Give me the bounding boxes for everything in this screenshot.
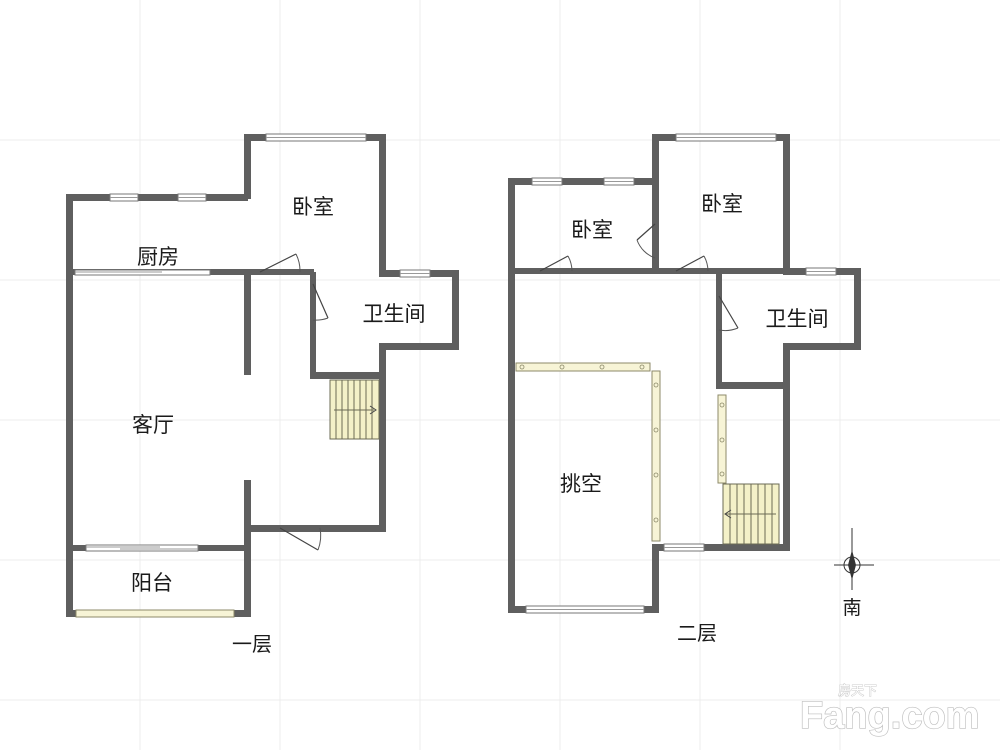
stairs (329, 379, 380, 440)
room-label-bedroom-right: 卧室 (701, 192, 743, 216)
wall (508, 178, 656, 185)
wall (244, 525, 386, 532)
bedroom-door (636, 223, 656, 241)
room-label-bathroom: 卫生间 (363, 302, 426, 326)
wall (244, 275, 251, 375)
room-label-void: 挑空 (560, 472, 602, 496)
wall (66, 194, 73, 617)
entry-door (279, 527, 319, 551)
room-label-living-room: 客厅 (132, 413, 174, 437)
bathroom-door (312, 283, 329, 319)
wall (379, 343, 386, 532)
bedroom-door (259, 253, 297, 273)
stairs (722, 483, 780, 545)
wall (310, 372, 384, 379)
wall (716, 382, 786, 389)
fang-logo: 房天下 Fang.com (799, 683, 980, 738)
wall (66, 194, 248, 201)
wall (652, 544, 659, 613)
watermark-brand: Fang.com (800, 695, 979, 737)
room-label-bedroom: 卧室 (292, 195, 334, 219)
wall (384, 343, 459, 350)
wall (783, 343, 790, 551)
bedroom-door (675, 255, 705, 272)
wall (452, 270, 459, 350)
wall (652, 544, 790, 551)
wall (716, 268, 722, 386)
wall (310, 272, 316, 378)
wall (379, 134, 386, 274)
wall (244, 269, 314, 275)
bathroom-door (718, 295, 739, 329)
room-label-kitchen: 厨房 (137, 245, 179, 269)
bedroom-door (539, 255, 569, 272)
floor-1-plan: 厨房 卧室 卫生间 客厅 阳台 一层 (66, 133, 459, 656)
room-label-bathroom: 卫生间 (766, 307, 829, 331)
wall (783, 134, 790, 274)
floor-1-label: 一层 (232, 632, 272, 656)
wall (854, 268, 861, 350)
wall (652, 134, 659, 274)
wall (783, 343, 861, 350)
compass-icon (834, 528, 874, 590)
floor-2-label: 二层 (677, 621, 717, 645)
wall (508, 178, 515, 613)
balcony-sliding-door (85, 544, 199, 552)
wall (244, 134, 251, 199)
compass-label: 南 (842, 597, 861, 619)
wall (508, 268, 790, 274)
room-label-balcony: 阳台 (131, 571, 173, 595)
watermark-cn: 房天下 (838, 683, 877, 699)
floor-2-plan: 卧室 卧室 卫生间 挑空 二层 (508, 133, 861, 645)
void-railing (515, 362, 727, 542)
room-label-bedroom-left: 卧室 (571, 218, 613, 242)
balcony-railing (75, 609, 235, 618)
